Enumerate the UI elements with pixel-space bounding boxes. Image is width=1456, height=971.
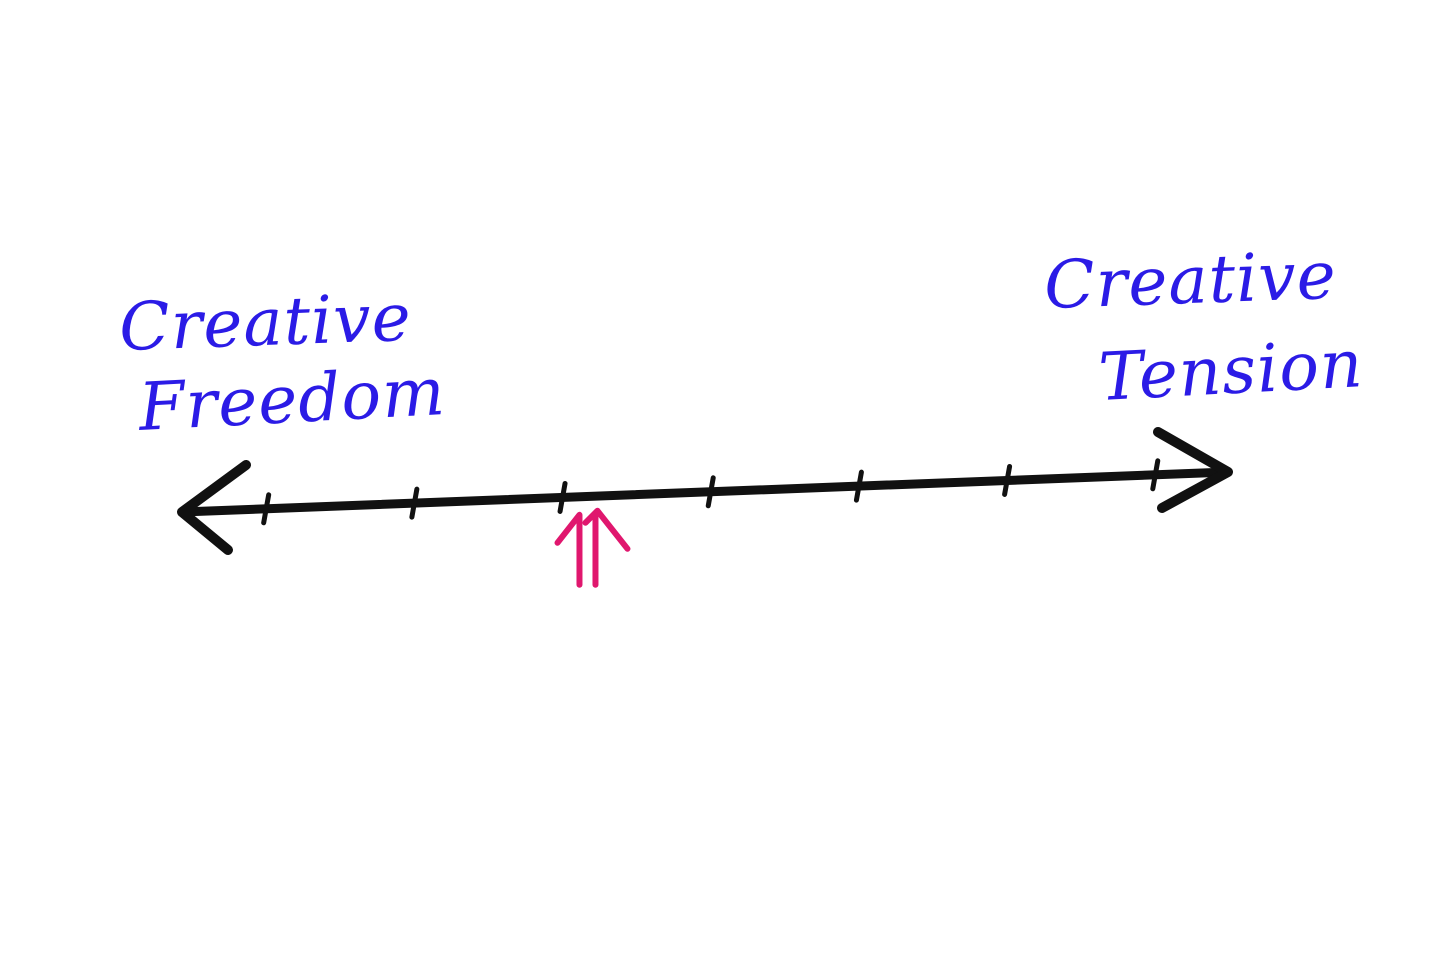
marker-arrow-left: [554, 511, 583, 588]
spectrum-tick: [1002, 463, 1013, 497]
right-label-line-2: Tension: [1097, 325, 1365, 416]
right-arrow-head: [1153, 427, 1233, 513]
right-label-line-1: Creative: [1043, 237, 1338, 324]
spectrum-tick: [261, 492, 272, 526]
double-up-arrow-icon: [554, 507, 631, 588]
left-label-line-2: Freedom: [136, 353, 448, 446]
spectrum-tick: [409, 486, 420, 520]
spectrum-tick: [853, 469, 864, 503]
spectrum-tick: [705, 475, 716, 509]
left-arrow-head: [177, 460, 251, 555]
marker-arrow-right-head: [582, 507, 631, 552]
spectrum-tick: [557, 480, 568, 514]
left-label-line-1: Creative: [118, 279, 413, 366]
spectrum-tick: [1150, 458, 1161, 492]
spectrum-ticks: [261, 458, 1161, 526]
spectrum-axis-line: [177, 467, 1233, 517]
